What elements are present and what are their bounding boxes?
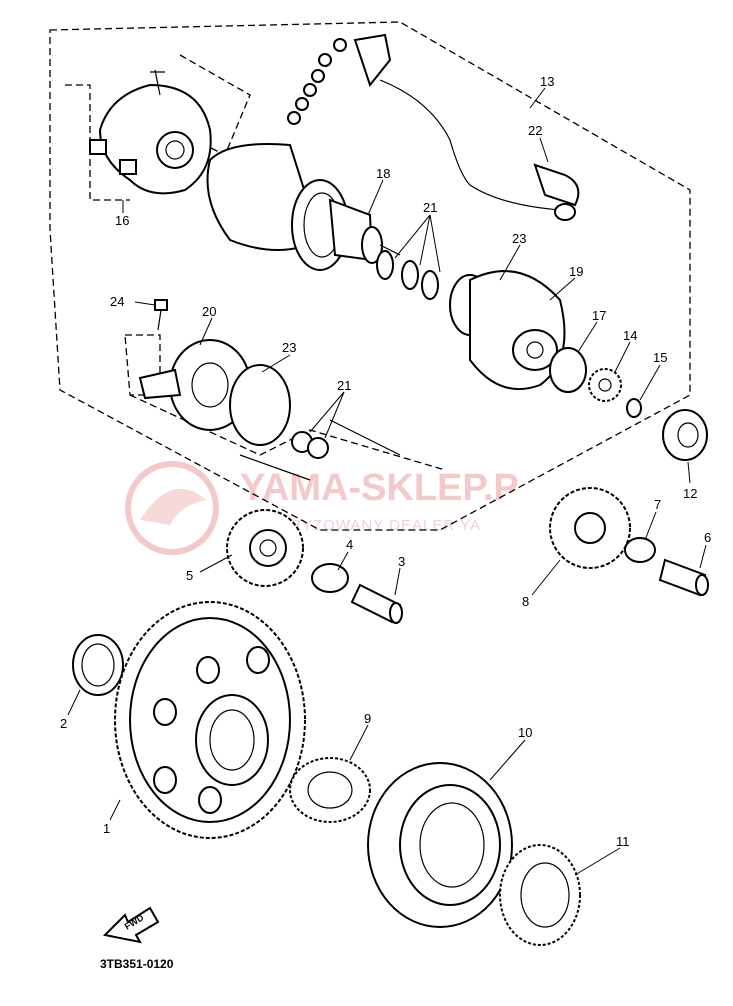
washers-lower <box>291 431 329 459</box>
through-bolt-2 <box>329 419 401 456</box>
brush-holder-frame-top <box>174 54 251 156</box>
callout-20: 20 <box>202 304 216 319</box>
callout-4: 4 <box>346 537 353 552</box>
callout-24: 24 <box>110 294 124 309</box>
callout-18: 18 <box>376 166 390 181</box>
callout-10: 10 <box>518 725 532 740</box>
shaft-3 <box>350 583 403 624</box>
callout-16: 16 <box>115 213 129 228</box>
callout-3: 3 <box>398 554 405 569</box>
callout-17: 17 <box>592 308 606 323</box>
needle-bearing-4 <box>311 563 349 593</box>
callout-21-upper: 21 <box>423 200 437 215</box>
callout-23-upper: 23 <box>512 231 526 246</box>
terminal-cap <box>533 163 580 207</box>
o-ring-17 <box>549 347 587 393</box>
washers-upper <box>376 250 439 300</box>
idler-gear-8 <box>549 487 631 569</box>
bearing-12 <box>662 409 708 461</box>
callout-8: 8 <box>522 594 529 609</box>
callout-9: 9 <box>364 711 371 726</box>
shaft-6 <box>658 558 709 597</box>
rear-cover <box>449 270 566 391</box>
callout-6: 6 <box>704 530 711 545</box>
nut-stack <box>287 38 347 125</box>
callout-13: 13 <box>540 74 554 89</box>
callout-5: 5 <box>186 568 193 583</box>
callout-22: 22 <box>528 123 542 138</box>
o-ring-23-lower <box>229 364 291 446</box>
callouts: 1 2 3 4 5 6 7 8 9 10 11 12 13 14 15 16 1… <box>60 74 711 849</box>
starter-yoke <box>206 143 401 271</box>
callout-12: 12 <box>683 486 697 501</box>
callout-14: 14 <box>623 328 637 343</box>
callout-11: 11 <box>616 834 630 849</box>
callout-15: 15 <box>653 350 667 365</box>
watermark-brand: YAMA-SKLEP.P <box>240 467 519 509</box>
callout-19: 19 <box>569 264 583 279</box>
watermark: YAMA-SKLEP.P AUTORYZOWANY DEALER YA <box>125 461 519 555</box>
diagram-code: 3TB351-0120 <box>100 957 174 971</box>
washer-15 <box>626 398 642 418</box>
callout-7: 7 <box>654 497 661 512</box>
fwd-arrow-icon: FWD <box>102 906 160 944</box>
callout-23-lower: 23 <box>282 340 296 355</box>
idler-gear-5 <box>226 509 304 587</box>
lead-wire <box>353 33 576 221</box>
through-bolt <box>239 454 311 481</box>
needle-cage-9 <box>289 757 371 823</box>
callout-1: 1 <box>103 821 110 836</box>
one-way-clutch-housing-10 <box>367 762 513 928</box>
leader-lines <box>67 87 707 876</box>
pinion-gear-14 <box>588 368 622 402</box>
callout-2: 2 <box>60 716 67 731</box>
brush-holder <box>89 69 212 195</box>
needle-bearing-7 <box>624 537 656 563</box>
callout-21-lower: 21 <box>337 378 351 393</box>
washer-2 <box>72 634 124 696</box>
starter-wheel-gear-1 <box>114 601 306 839</box>
bolt-24 <box>154 299 168 331</box>
one-way-clutch-11 <box>499 844 581 946</box>
starter-assembly-boundary <box>49 21 691 531</box>
